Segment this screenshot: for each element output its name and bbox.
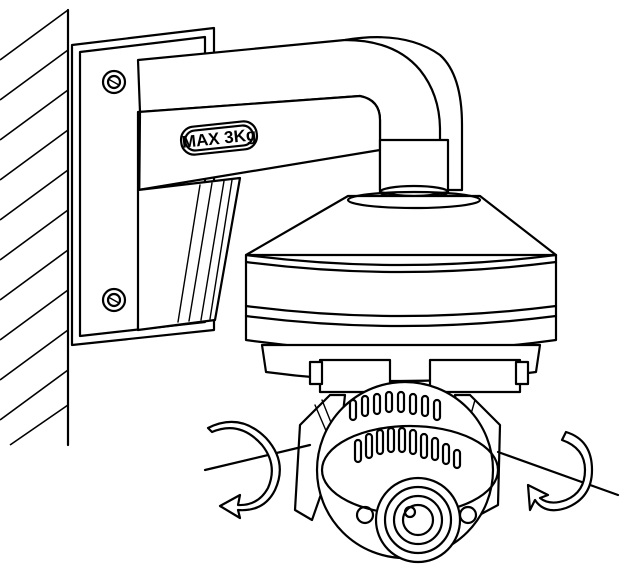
screw-bottom-icon [101,287,127,313]
right-rotation-arrow-icon [526,430,594,512]
wall [0,8,70,447]
housing-top-cone [244,194,558,257]
screw-top-icon [101,69,127,95]
bracket-arm-front [136,94,382,192]
rotation-axis [203,443,620,497]
left-rotation-arrow-icon [206,420,281,520]
wall-hatching [0,9,69,446]
lens-icon [355,476,478,564]
dome-housing [244,138,558,394]
heat-fins [348,390,462,470]
load-rating-badge: MAX 3Kg [179,120,259,156]
housing-skirt [244,253,558,353]
camera-module [293,380,502,564]
